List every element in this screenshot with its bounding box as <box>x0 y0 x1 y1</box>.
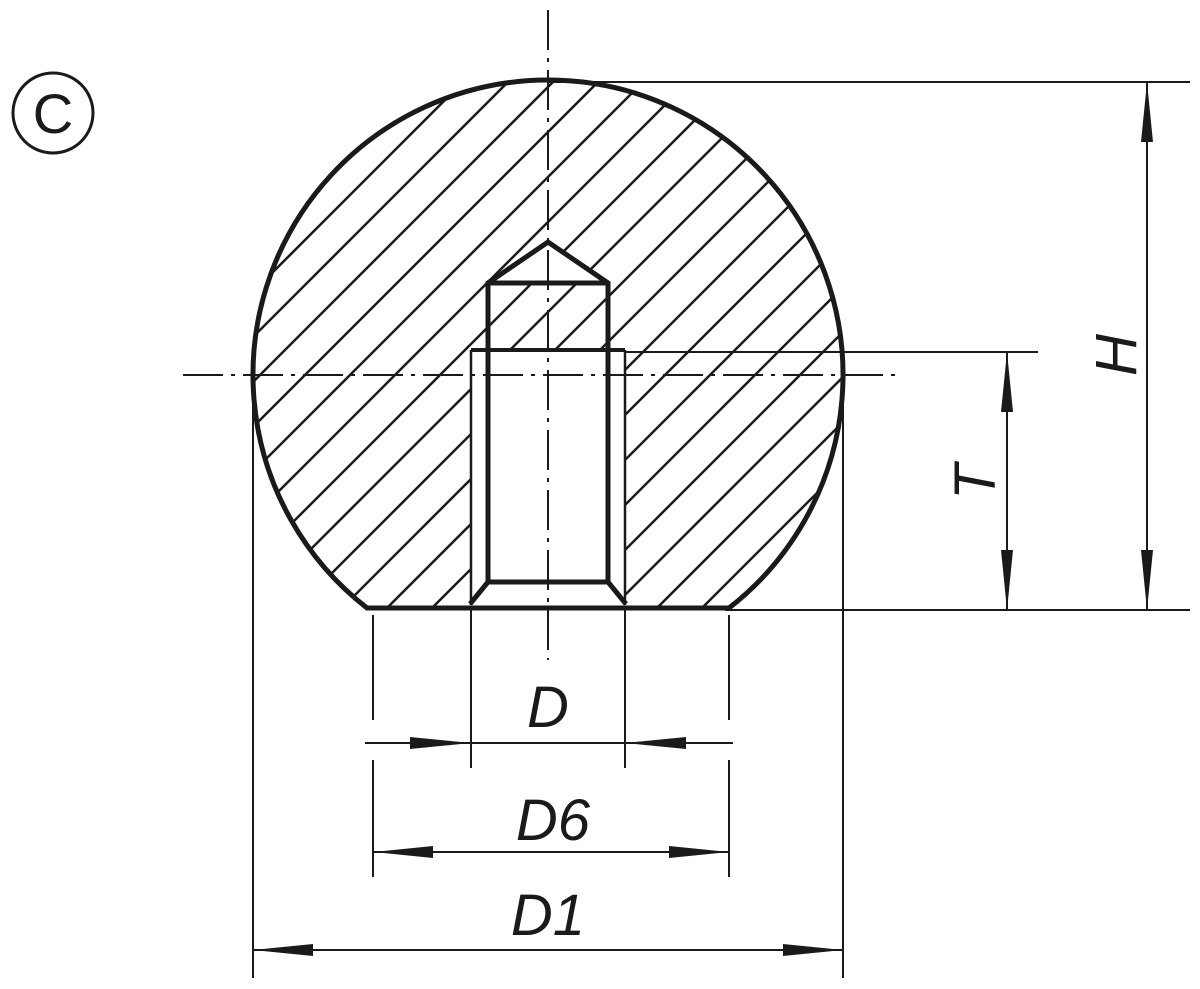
dimension-T: T <box>943 352 1013 610</box>
svg-text:C: C <box>33 82 73 145</box>
hatch-line <box>609 80 844 608</box>
dimension-D6: D6 <box>373 788 729 858</box>
dimension-D: D <box>365 675 733 749</box>
variant-symbol: C <box>11 71 95 155</box>
hatch-line <box>564 80 844 608</box>
hatch-line <box>339 80 844 608</box>
svg-text:H: H <box>1084 334 1149 376</box>
hatch-line <box>253 80 636 608</box>
svg-text:D6: D6 <box>516 788 591 853</box>
extension-lines <box>252 81 1190 978</box>
svg-text:T: T <box>943 461 1008 500</box>
hatch-line <box>253 80 591 608</box>
dimension-H: H <box>1084 82 1153 610</box>
centerlines <box>183 10 898 660</box>
hatch-line <box>519 80 844 608</box>
hatch-line <box>253 80 546 608</box>
dimension-D1: D1 <box>253 883 843 956</box>
hatch-line <box>253 80 816 608</box>
hatch-line <box>253 80 681 608</box>
svg-text:D: D <box>527 675 569 740</box>
hatch-line <box>294 80 844 608</box>
svg-text:D1: D1 <box>511 883 585 948</box>
hatch-line <box>253 80 726 608</box>
hatch-line <box>253 80 771 608</box>
